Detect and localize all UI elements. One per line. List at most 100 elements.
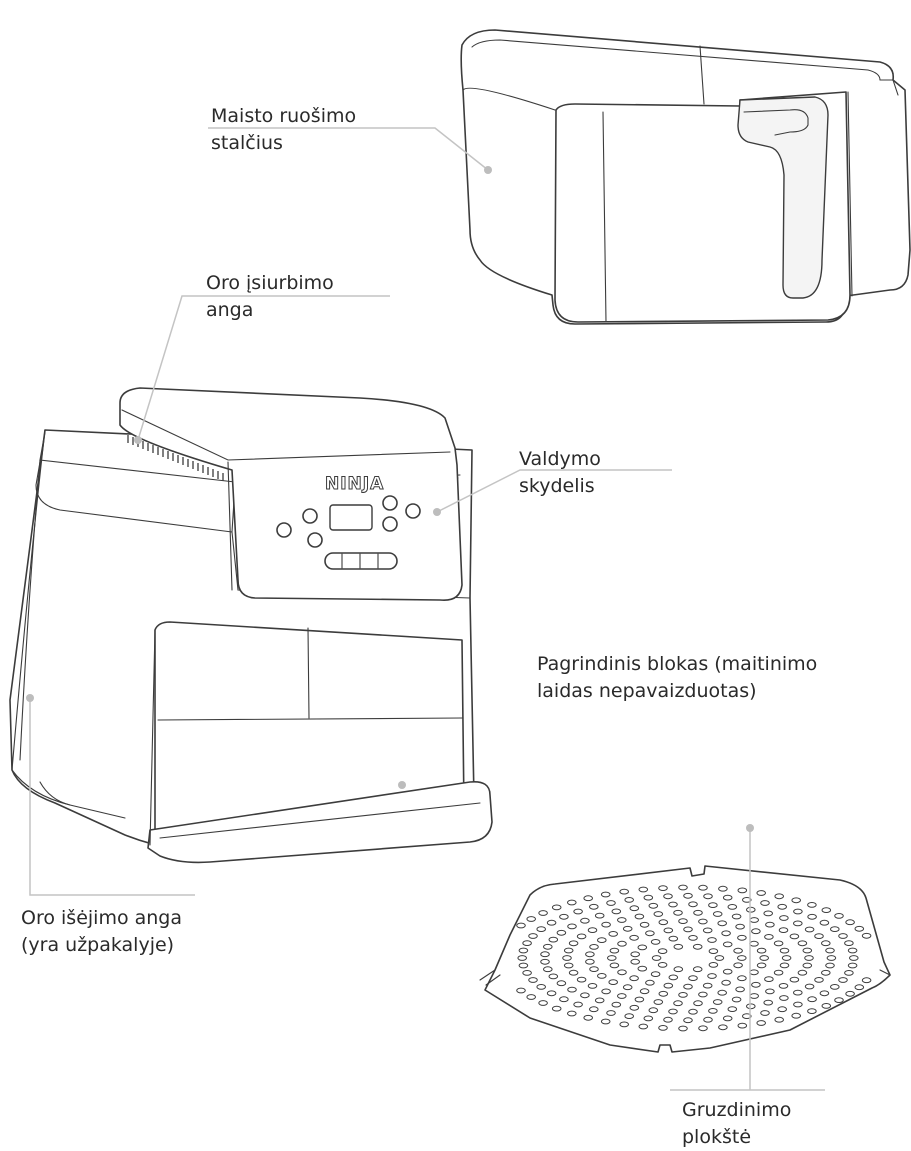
plate-hole xyxy=(708,974,717,979)
plate-hole xyxy=(612,1002,621,1007)
plate-hole xyxy=(569,970,578,975)
plate-hole xyxy=(765,977,774,982)
plate-hole xyxy=(719,1025,728,1030)
plate-hole xyxy=(631,952,640,957)
plate-hole xyxy=(654,1000,663,1005)
plate-hole xyxy=(820,991,829,996)
plate-hole xyxy=(669,936,678,941)
plate-hole xyxy=(689,1009,698,1014)
plate-hole xyxy=(674,1001,683,1006)
plate-hole xyxy=(638,966,647,971)
plate-hole xyxy=(601,1019,610,1024)
plate-hole xyxy=(850,956,859,961)
plate-hole xyxy=(557,930,566,935)
plate-hole xyxy=(699,885,708,890)
plate-hole xyxy=(738,888,747,893)
plate-hole xyxy=(669,902,678,907)
plate-hole xyxy=(774,941,783,946)
plate-hole xyxy=(590,1007,599,1012)
plate-hole xyxy=(527,995,536,1000)
plate-hole xyxy=(775,1017,784,1022)
plate-hole xyxy=(618,994,627,999)
plate-hole xyxy=(569,941,578,946)
plate-hole xyxy=(544,944,553,949)
plate-hole xyxy=(693,944,702,949)
plate-hole xyxy=(835,998,844,1003)
brand-logo: NINJA xyxy=(325,474,384,494)
plate-hole xyxy=(658,949,667,954)
plate-hole xyxy=(805,927,814,932)
plate-hole xyxy=(778,904,787,909)
plate-hole xyxy=(539,1001,548,1006)
plate-hole xyxy=(635,914,644,919)
plate-hole xyxy=(541,952,550,957)
plate-hole xyxy=(618,918,627,923)
plate-hole xyxy=(654,912,663,917)
plate-hole xyxy=(625,898,634,903)
plate-hole xyxy=(588,984,597,989)
plate-hole xyxy=(822,908,831,913)
plate-hole xyxy=(517,923,526,928)
plate-hole xyxy=(803,963,812,968)
plate-hole xyxy=(708,938,717,943)
plate-hole xyxy=(703,928,712,933)
plate-hole xyxy=(808,997,817,1002)
plate-hole xyxy=(689,936,698,941)
plate-hole xyxy=(750,970,759,975)
plate-hole xyxy=(822,1004,831,1009)
plate-hole xyxy=(820,920,829,925)
display-screen xyxy=(330,505,372,530)
plate-hole xyxy=(674,910,683,915)
plate-hole xyxy=(590,945,599,950)
plate-hole xyxy=(588,928,597,933)
label-air-intake: Oro įsiurbimo anga xyxy=(206,270,334,324)
plate-hole xyxy=(699,1026,708,1031)
plate-hole xyxy=(709,1009,718,1014)
plate-hole xyxy=(693,967,702,972)
plate-hole xyxy=(831,927,840,932)
plate-hole xyxy=(659,886,668,891)
plate-hole xyxy=(704,894,713,899)
plate-hole xyxy=(790,977,799,982)
plate-hole xyxy=(620,1022,629,1027)
plate-hole xyxy=(862,978,871,983)
plate-hole xyxy=(595,913,604,918)
plate-hole xyxy=(560,997,569,1002)
plate-hole xyxy=(794,921,803,926)
plate-hole xyxy=(845,971,854,976)
plate-hole xyxy=(774,970,783,975)
plate-hole xyxy=(855,985,864,990)
plate-hole xyxy=(547,920,556,925)
plate-hole xyxy=(757,891,766,896)
plate-hole xyxy=(713,1000,722,1005)
plate-hole xyxy=(736,987,745,992)
plate-hole xyxy=(709,949,718,954)
plate-hole xyxy=(723,969,732,974)
plate-hole xyxy=(827,956,836,961)
plate-hole xyxy=(646,980,655,985)
plate-hole xyxy=(845,941,854,946)
plate-hole xyxy=(557,981,566,986)
plate-hole xyxy=(519,948,528,953)
plate-hole xyxy=(664,983,673,988)
plate-hole xyxy=(669,975,678,980)
plate-hole xyxy=(537,985,546,990)
plate-hole xyxy=(699,919,708,924)
plate-hole xyxy=(715,956,724,961)
plate-hole xyxy=(669,1009,678,1014)
label-crisper-plate: Gruzdinimo plokštė xyxy=(682,1097,791,1151)
plate-hole xyxy=(732,914,741,919)
plate-hole xyxy=(584,1015,593,1020)
plate-hole xyxy=(523,971,532,976)
plate-hole xyxy=(581,993,590,998)
plate-hole xyxy=(581,918,590,923)
label-air-outlet: Oro išėjimo anga (yra užpakalyje) xyxy=(21,905,182,959)
plate-hole xyxy=(826,948,835,953)
plate-hole xyxy=(722,980,731,985)
plate-hole xyxy=(644,1016,653,1021)
plate-hole xyxy=(630,1005,639,1010)
plate-hole xyxy=(529,934,538,939)
plate-hole xyxy=(519,963,528,968)
plate-hole xyxy=(719,886,728,891)
plate-hole xyxy=(658,963,667,968)
